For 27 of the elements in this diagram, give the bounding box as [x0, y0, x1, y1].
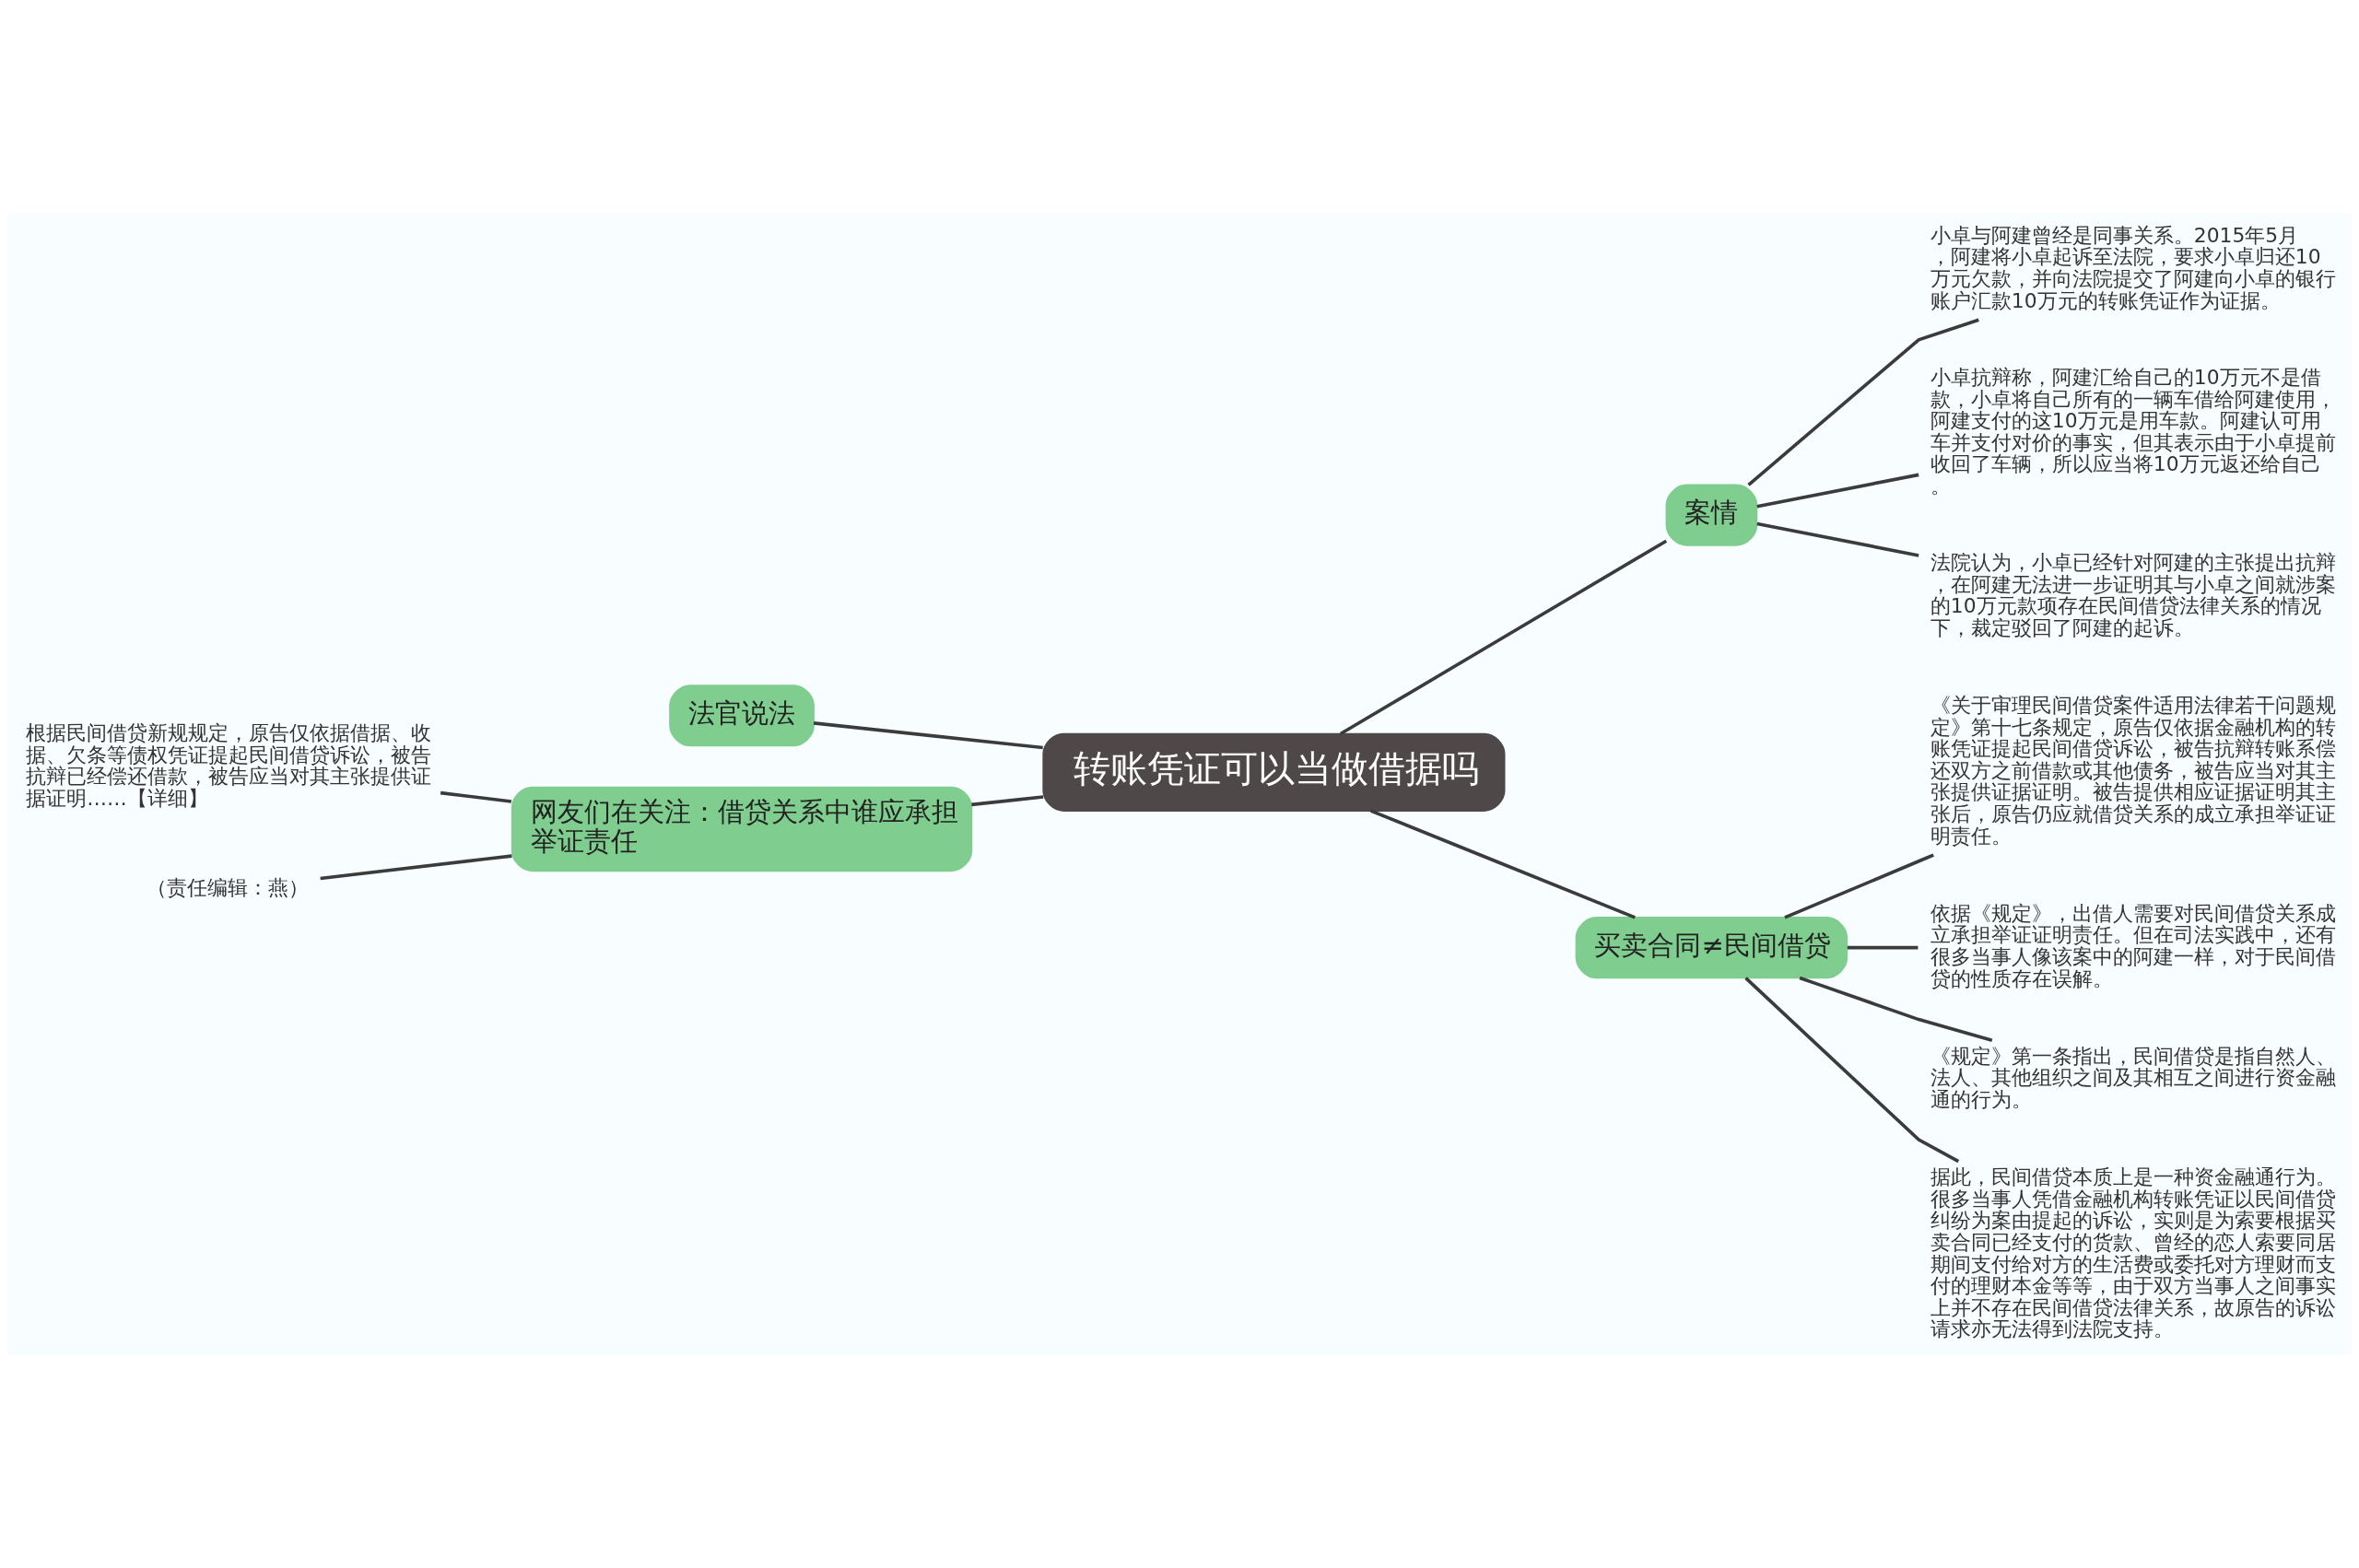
connector — [971, 795, 1044, 807]
node-box: 买卖合同≠民间借贷 — [1575, 917, 1848, 979]
connector — [1339, 539, 1668, 736]
node-box: 转账凭证可以当做借据吗 — [1042, 732, 1506, 812]
node-text: （责任编辑：燕） — [146, 875, 309, 899]
node-box: 网友们在关注：借贷关系中谁应承担举证责任 — [511, 786, 973, 872]
connector — [1756, 473, 1919, 509]
connector — [1784, 853, 1934, 919]
connector — [1847, 945, 1919, 950]
connector — [1744, 977, 1960, 1164]
connector — [1756, 521, 1919, 557]
node-text: 据此，民间借贷本质上是一种资金融通行为。很多当事人凭借金融机构转账凭证以民间借贷纠纷为案由提起的诉讼，实则是为索要根据买卖合同已经支付的货款、曾经的恋人索要同居期间支付给对方的生活费或委托对方理财而支付的理财本金等等，由于双方当事人之间事实上并不存在民间借贷法律关系，故原告的诉讼请求亦无法得到法院支持。 — [1930, 1165, 2336, 1341]
node-text: 法院认为，小卓已经针对阿建的主张提出抗辩，在阿建无法进一步证明其与小卓之间就涉案的10万元款项存在民间借贷法律关系的情况下，裁定驳回了阿建的起诉。 — [1930, 551, 2336, 639]
node-text: 《关于审理民间借贷案件适用法律若干问题规定》第十七条规定，原告仅依据金融机构的转账凭证提起民间借贷诉讼，被告抗辩转账系偿还双方之前借款或其他债务，被告应当对其主张提供证据证明。被告提供相应证据证明其主张后，原告仍应就借贷关系的成立承担举证证明责任。 — [1930, 694, 2336, 848]
node-box: 法官说法 — [669, 685, 815, 747]
connector — [440, 790, 512, 803]
connector — [1747, 318, 1979, 486]
node-text: 小卓抗辩称，阿建汇给自己的10万元不是借款，小卓将自己所有的一辆车借给阿建使用，阿建支付的这10万元是用车款。阿建认可用车并支付对价的事实，但其表示由于小卓提前收回了车辆，所以应当将10万元返还给自己。 — [1930, 366, 2336, 497]
node-text: 根据民间借贷新规规定，原告仅依据借据、收据、欠条等债权凭证提起民间借贷诉讼，被告抗辩已经偿还借款，被告应当对其主张提供证据证明……【详细】 — [26, 721, 432, 810]
node-text: 《规定》第一条指出，民间借贷是指自然人、法人、其他组织之间及其相互之间进行资金融通的行为。 — [1930, 1044, 2336, 1112]
connector — [1799, 976, 1993, 1042]
connector — [813, 721, 1043, 750]
node-text: 依据《规定》，出借人需要对民间借贷关系成立承担举证证明责任。但在司法实践中，还有很多当事人像该案中的阿建一样，对于民间借贷的性质存在误解。 — [1930, 901, 2336, 990]
node-box: 案情 — [1665, 484, 1758, 546]
connector — [1370, 809, 1636, 919]
connector — [320, 854, 512, 881]
node-text: 小卓与阿建曾经是同事关系。2015年5月，阿建将小卓起诉至法院，要求小卓归还10万元欠款，并向法院提交了阿建向小卓的银行账户汇款10万元的转账凭证作为证据。 — [1930, 223, 2336, 312]
